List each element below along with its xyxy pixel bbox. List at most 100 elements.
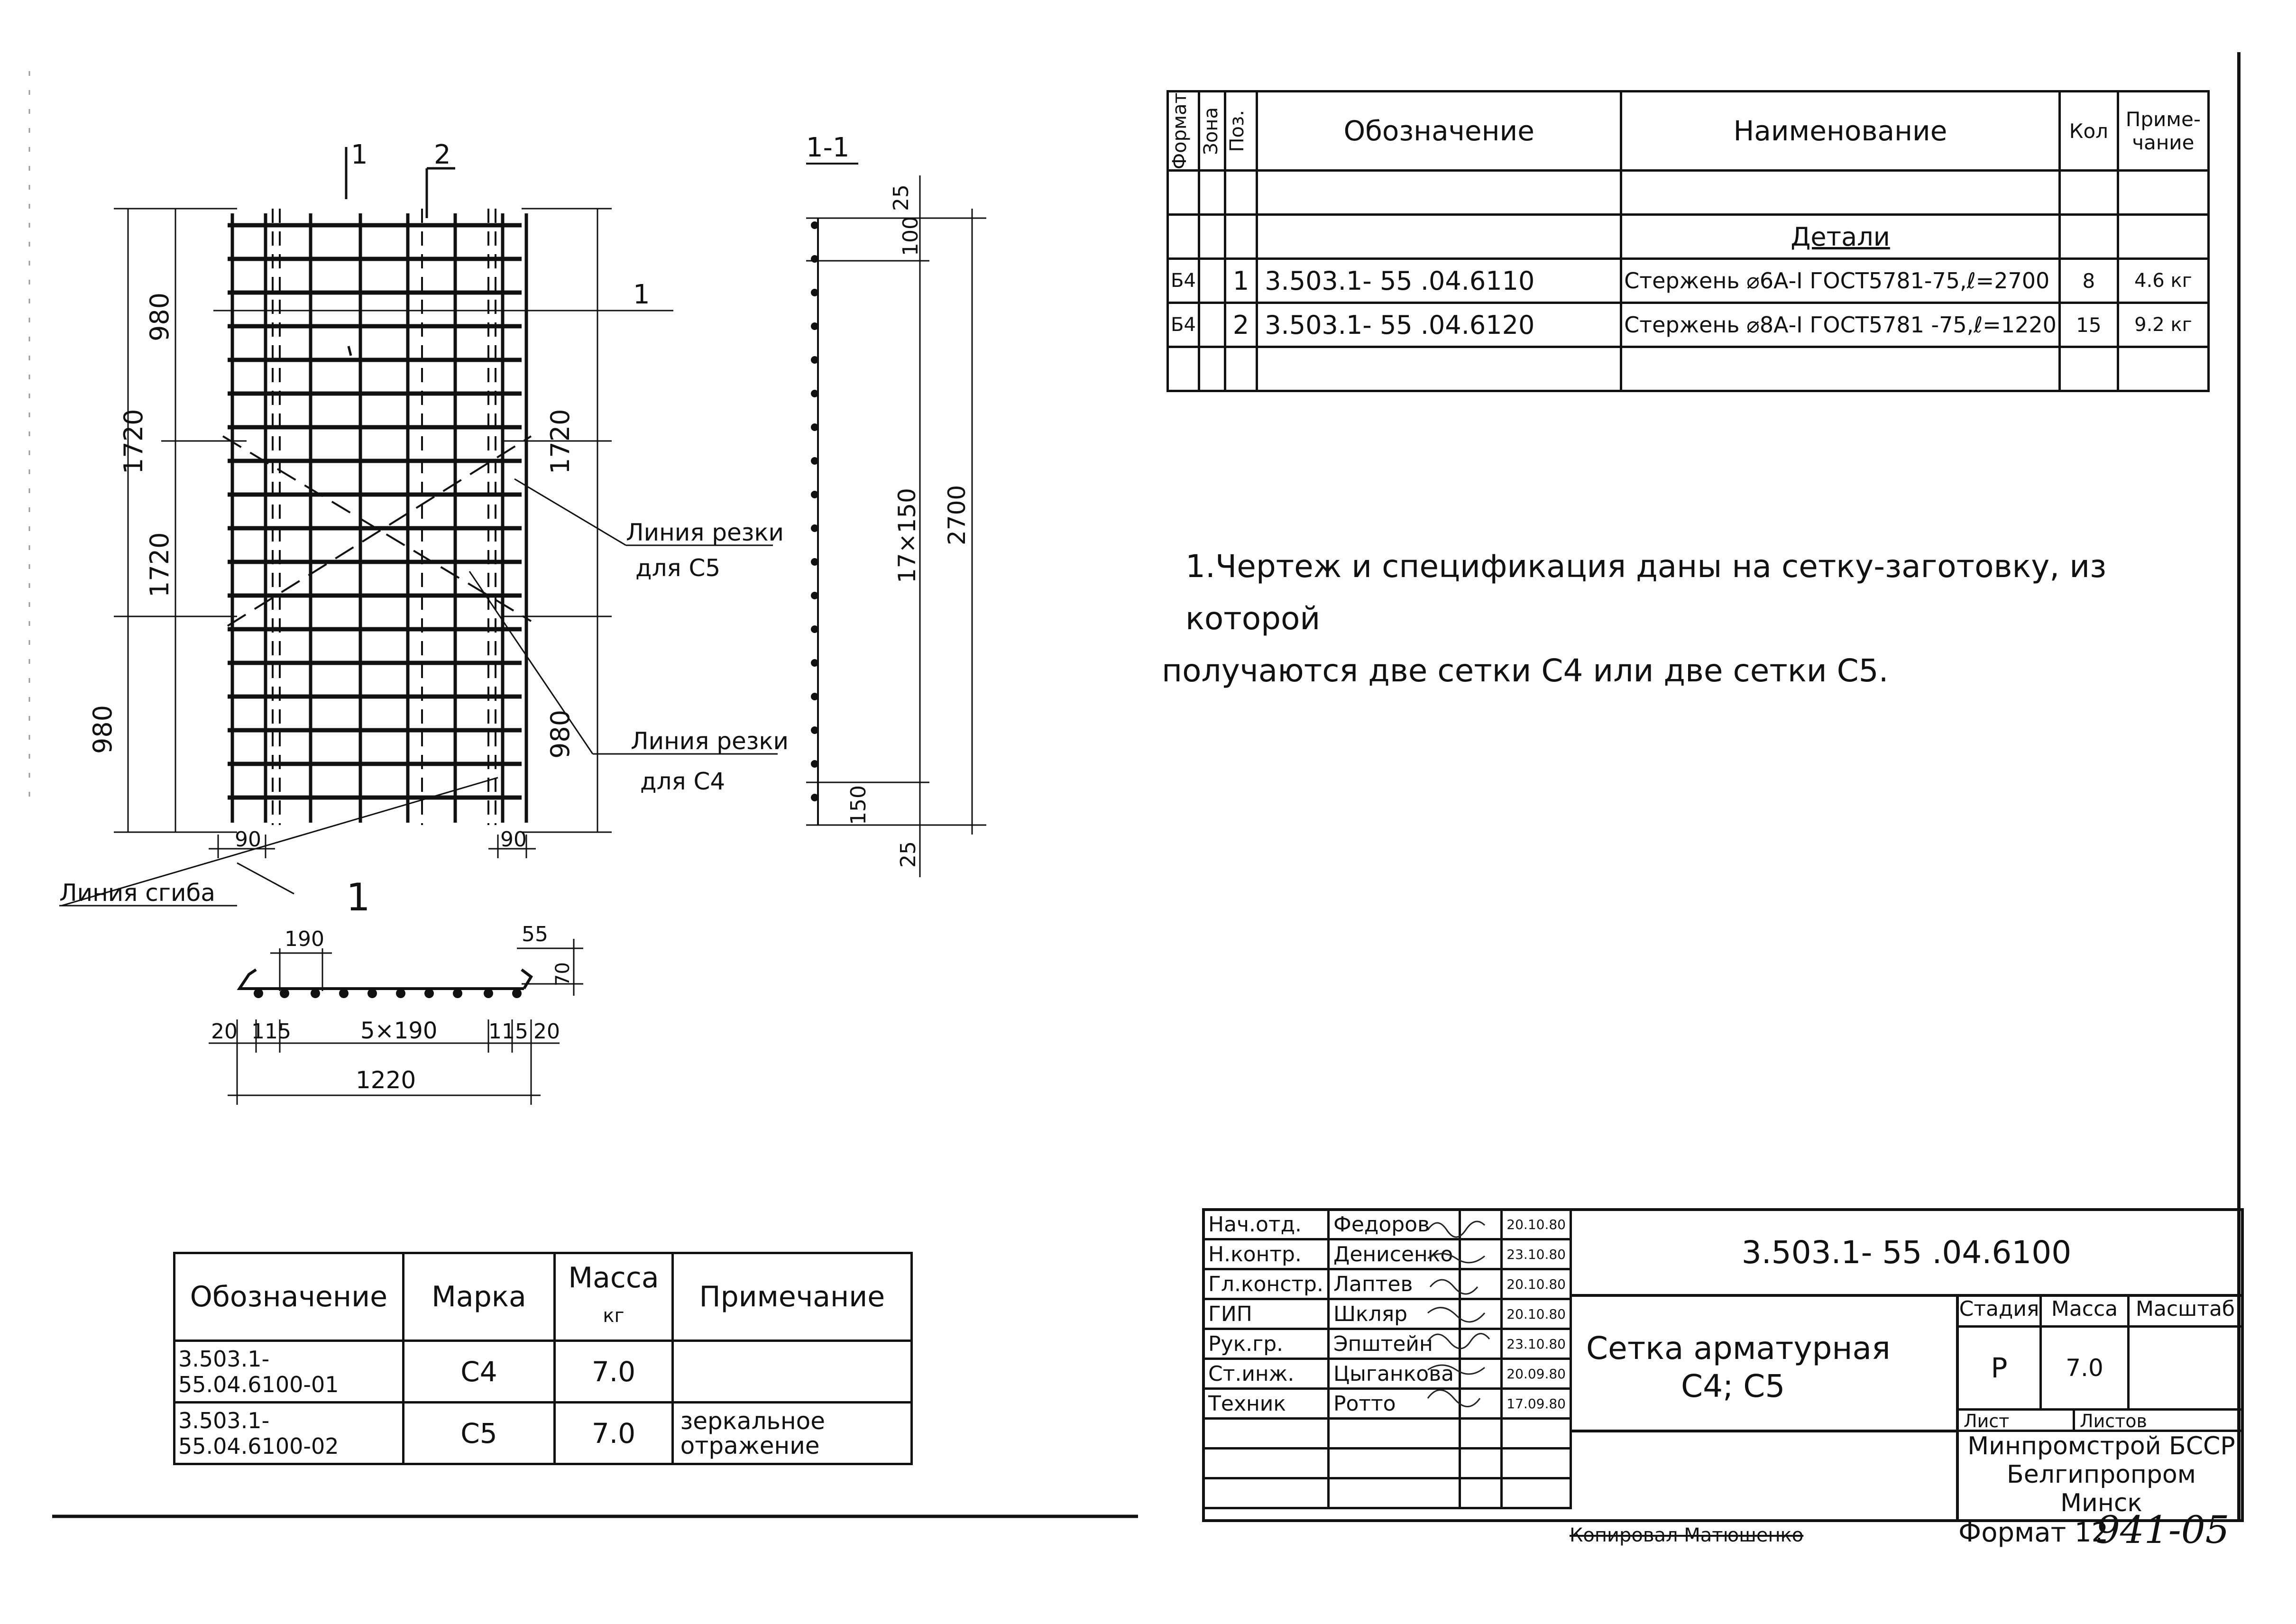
svg-text:980: 980 xyxy=(545,710,575,759)
svg-text:20: 20 xyxy=(211,1019,238,1044)
bar-section-dot xyxy=(811,356,818,364)
bar-section-dot xyxy=(811,794,818,801)
svg-text:2700: 2700 xyxy=(943,485,971,545)
svg-text:1220: 1220 xyxy=(356,1066,416,1094)
note-line-1: 1.Чертеж и спецификация даны на сетку-за… xyxy=(1185,548,2107,637)
svg-text:980: 980 xyxy=(145,293,174,341)
stage-label: Стадия xyxy=(1959,1297,2042,1325)
bar-section-dot xyxy=(811,221,818,229)
marks-col-note: Примечание xyxy=(671,1252,913,1342)
table-row: Б4 1 3.503.1- 55 .04.6110 Стержень ⌀6А-I… xyxy=(1166,257,2210,304)
format-label: Формат 12 xyxy=(1958,1517,2109,1548)
col-designation: Обозначение xyxy=(1256,90,1623,172)
svg-text:5×190: 5×190 xyxy=(360,1018,437,1044)
col-pos: Поз. xyxy=(1226,110,1248,152)
bar-section-dot xyxy=(811,255,818,263)
bar-section-dot xyxy=(811,423,818,431)
marks-col-mark: Марка xyxy=(402,1252,556,1342)
svg-text:150: 150 xyxy=(846,785,871,825)
svg-text:1720: 1720 xyxy=(545,409,575,474)
mass-value: 7.0 xyxy=(2042,1328,2130,1408)
svg-text:20: 20 xyxy=(533,1019,560,1044)
bar-section-dot xyxy=(811,625,818,633)
bar-section-dot xyxy=(811,322,818,330)
svg-text:90: 90 xyxy=(235,827,261,852)
col-qty: Кол xyxy=(2058,90,2119,172)
frame-right xyxy=(2237,52,2241,1522)
bar-section-dot xyxy=(811,558,818,566)
mesh-drawing: 1 2 1 1720 980 1720 980 1720 980 90 90 Л xyxy=(28,71,1138,1518)
sheet-label: Лист xyxy=(1959,1411,2075,1431)
marks-col-mass: Масса xyxy=(568,1261,659,1294)
table-row: 3.503.1-55.04.6100-01 С4 7.0 xyxy=(173,1340,913,1404)
svg-text:100: 100 xyxy=(899,216,923,256)
mass-label: Масса xyxy=(2042,1297,2130,1325)
mesh-longitudinal-bars xyxy=(230,213,528,823)
bar-section-dot xyxy=(811,693,818,700)
drawing-title-1: Сетка арматурная xyxy=(1586,1330,1891,1367)
cut-line-c4-1: Линия резки xyxy=(631,727,789,755)
stage-value: Р xyxy=(1959,1328,2042,1408)
table-row: Б4 2 3.503.1- 55 .04.6120 Стержень ⌀8А-I… xyxy=(1166,302,2210,349)
cut-line-c4-2: для С4 xyxy=(640,768,725,795)
bar-section-dot xyxy=(811,524,818,532)
cut-lines xyxy=(222,435,532,627)
section-1-1-label: 1-1 xyxy=(806,132,849,163)
bar-section-dot xyxy=(811,659,818,667)
table-row: 3.503.1- 55.04.6100-02 С5 7.0 зеркальное… xyxy=(173,1401,913,1465)
marks-table: Обозначение Марка Масса кг Примечание 3.… xyxy=(173,1252,913,1465)
bar-section-dot xyxy=(811,390,818,397)
svg-text:90: 90 xyxy=(500,827,527,852)
cut-line-c5-1: Линия резки xyxy=(626,519,784,546)
bar-section-dot xyxy=(811,457,818,465)
bar-section-dot xyxy=(811,760,818,768)
svg-text:190: 190 xyxy=(285,927,324,951)
sheets-label: Листов xyxy=(2080,1411,2147,1431)
document-code: 3.503.1- 55 .04.6100 xyxy=(1741,1234,2072,1271)
pos-2-label: 2 xyxy=(434,139,451,170)
svg-text:1720: 1720 xyxy=(145,532,174,597)
svg-text:980: 980 xyxy=(88,705,118,754)
marks-col-designation: Обозначение xyxy=(173,1252,404,1342)
copied-by: Копировал Матюшенко xyxy=(1570,1524,1804,1546)
bar-section-dot xyxy=(811,289,818,296)
svg-text:17×150: 17×150 xyxy=(893,488,921,583)
svg-text:70: 70 xyxy=(552,962,574,986)
svg-text:115: 115 xyxy=(251,1019,291,1044)
drawing-note: 1.Чертеж и спецификация даны на сетку-за… xyxy=(1162,541,2110,697)
cut-line-c5-2: для С5 xyxy=(635,554,720,582)
drawing-title-2: С4; С5 xyxy=(1681,1368,1785,1404)
marks-col-mass-unit: кг xyxy=(603,1305,625,1327)
section-title: Детали xyxy=(1791,221,1890,252)
col-name: Наименование xyxy=(1620,90,2061,172)
svg-text:25: 25 xyxy=(896,841,920,868)
bend-line-label: Линия сгиба xyxy=(59,879,215,907)
bar-section-dot xyxy=(811,592,818,599)
signatures xyxy=(1427,1220,1490,1407)
col-zone: Зона xyxy=(1200,107,1222,155)
svg-text:1720: 1720 xyxy=(119,409,148,474)
pos-1-label: 1 xyxy=(633,279,650,310)
sheet-code: 941-05 xyxy=(2096,1508,2230,1552)
svg-text:115: 115 xyxy=(488,1019,528,1044)
org-line-3: Минск xyxy=(2060,1489,2142,1517)
col-format: Формат xyxy=(1169,92,1191,170)
bar-section-dot xyxy=(811,726,818,734)
org-line-1: Минпромстрой БССР xyxy=(1967,1432,2235,1460)
svg-text:55: 55 xyxy=(522,922,548,946)
scale-label: Масштаб xyxy=(2135,1297,2235,1321)
section-marker-bottom: 1 xyxy=(346,875,370,919)
specification-table: Формат Зона Поз. Обозначение Наименовани… xyxy=(1166,90,2210,393)
org-line-2: Белгипропром xyxy=(2007,1460,2196,1489)
svg-text:25: 25 xyxy=(889,184,913,211)
col-note: Приме-чание xyxy=(2116,90,2210,172)
note-line-2: получаются две сетки С4 или две сетки С5… xyxy=(1162,652,1889,689)
